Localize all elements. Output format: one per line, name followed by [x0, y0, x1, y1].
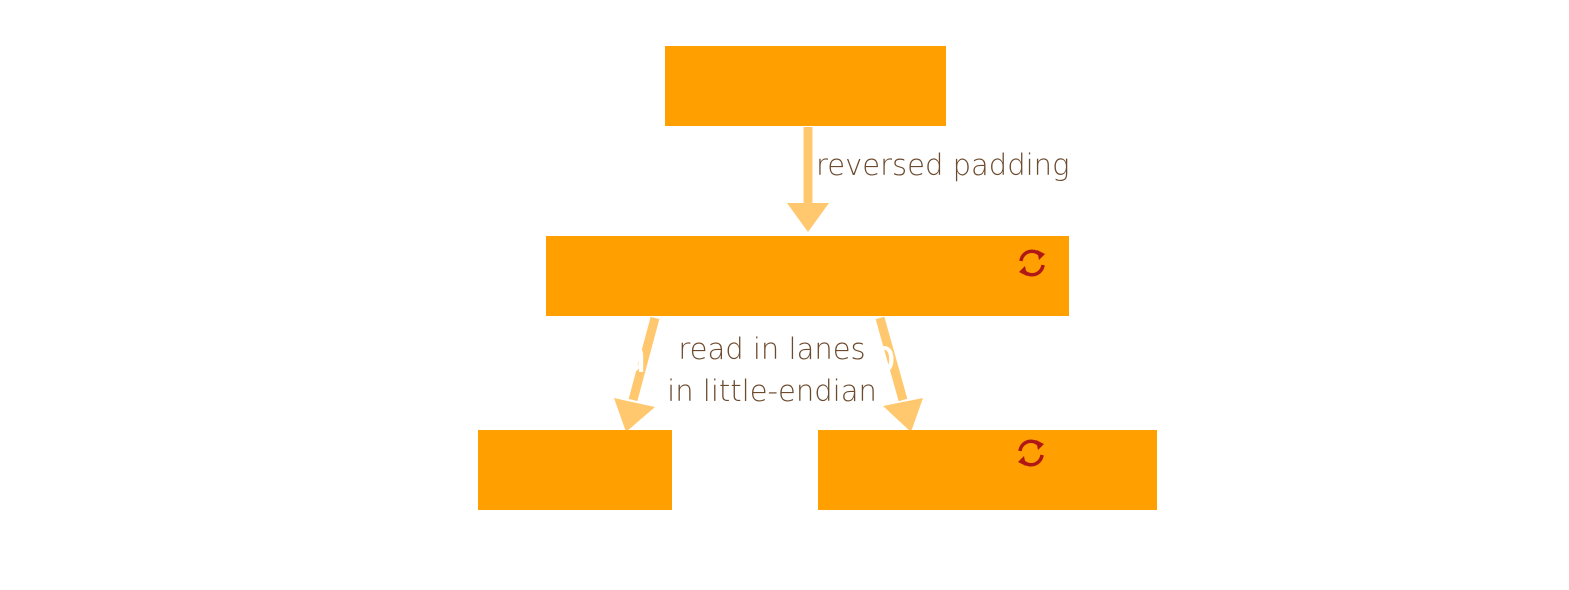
- node-top: ae bc df: [665, 46, 964, 193]
- edge-label-reversed-padding: reversed padding: [816, 148, 1070, 182]
- rotate-arrows-icon: [1018, 439, 1044, 467]
- arrows-layer: [614, 127, 923, 432]
- node-top-text: ae bc df: [742, 139, 964, 193]
- edge-label-read-in-lanes: read in lanes in little-endian: [662, 328, 882, 412]
- arrow-middle-to-left: [614, 316, 660, 432]
- rotate-arrows-icon: [1019, 249, 1045, 277]
- node-left: bc ae: [478, 430, 694, 577]
- node-right-text: padding df: [887, 523, 1165, 577]
- node-middle: ae bc df padding: [546, 236, 1069, 383]
- node-right: padding df: [818, 430, 1164, 577]
- node-left-text: bc ae: [555, 523, 694, 577]
- edge-label-line-2: in little-endian: [667, 374, 877, 408]
- arrow-middle-to-right: [875, 316, 923, 432]
- node-middle-text: ae bc df padding: [619, 329, 1063, 383]
- edge-label-line-1: read in lanes: [678, 332, 866, 366]
- arrow-top-to-middle: [787, 127, 829, 232]
